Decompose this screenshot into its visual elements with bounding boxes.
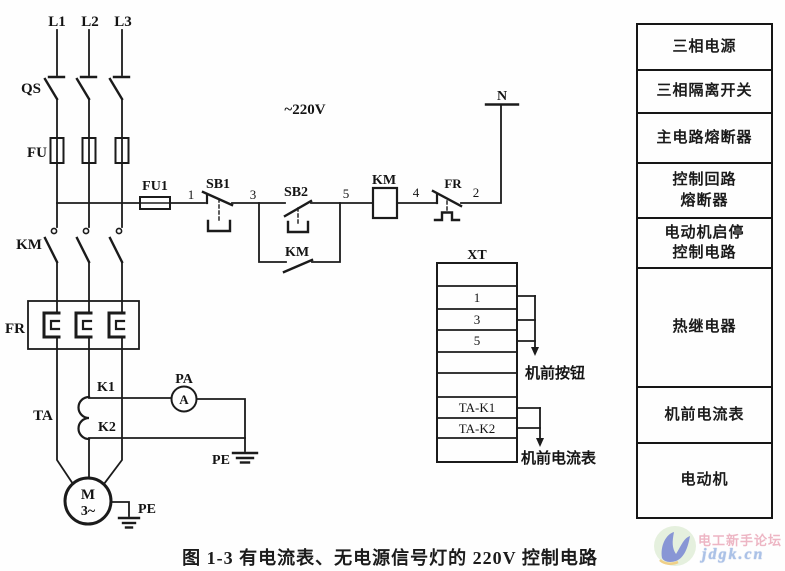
phase-label-l1: L1 xyxy=(48,14,66,30)
legend-row: 三相电源 xyxy=(638,25,771,71)
down-arrow-icon xyxy=(536,438,544,447)
legend-row: 机前电流表 xyxy=(638,388,771,444)
pe-ammeter-label: PE xyxy=(212,453,230,468)
legend-row: 主电路熔断器 xyxy=(638,114,771,164)
legend-row: 电动机启停 控制电路 xyxy=(638,219,771,269)
pe-motor-label: PE xyxy=(138,502,156,517)
fr-contact-label: FR xyxy=(444,176,462,191)
legend-table: 三相电源 三相隔离开关 主电路熔断器 控制回路 熔断器 电动机启停 控制电路 热… xyxy=(636,23,773,519)
legend-row: 热继电器 xyxy=(638,269,771,388)
km-aux-contact-symbol xyxy=(258,202,341,274)
schematic-svg: L1 L2 L3 QS FU KM FR TA FU1 SB1 SB2 KM K… xyxy=(5,14,597,529)
terminal-block xyxy=(436,262,544,463)
stop-button-symbol xyxy=(201,190,234,233)
fu-label: FU xyxy=(27,145,47,161)
motor-symbol xyxy=(63,476,141,529)
terminal-row-3: 3 xyxy=(474,312,481,327)
thermal-relay-box xyxy=(27,300,140,350)
terminal-block-title: XT xyxy=(467,248,487,263)
fu1-label: FU1 xyxy=(142,179,168,194)
sb2-label: SB2 xyxy=(284,185,308,200)
motor-letter: M xyxy=(81,487,95,503)
fr-contact-symbol xyxy=(431,189,463,222)
phase-label-l2: L2 xyxy=(81,14,99,30)
legend-row: 电动机 xyxy=(680,472,729,489)
phase-label-l3: L3 xyxy=(114,14,132,30)
motor-phases-label: 3~ xyxy=(81,504,96,519)
voltage-label: ~220V xyxy=(284,102,325,118)
km-main-label: KM xyxy=(16,237,42,253)
watermark: 电工新手论坛 jdgk.cn xyxy=(650,522,785,570)
km-coil-symbol xyxy=(371,186,399,220)
figure-caption: 图 1-3 有电流表、无电源信号灯的 220V 控制电路 xyxy=(182,548,598,568)
down-arrow-icon xyxy=(531,347,539,356)
arrow-label-ammeter: 机前电流表 xyxy=(521,449,597,467)
fr-box-label: FR xyxy=(5,321,25,337)
ammeter-letter: A xyxy=(179,392,189,407)
legend-row: 控制回路 熔断器 xyxy=(638,164,771,219)
pa-label: PA xyxy=(175,372,194,387)
control-circuit xyxy=(56,103,520,274)
ammeter-circuit xyxy=(88,385,259,464)
qs-label: QS xyxy=(21,81,41,97)
wire-number-4: 4 xyxy=(413,185,420,200)
k2-label: K2 xyxy=(98,420,116,435)
km-coil-label: KM xyxy=(372,173,396,188)
k1-label: K1 xyxy=(97,380,115,395)
terminal-row-5: 5 xyxy=(474,333,481,348)
phase-line-group xyxy=(27,29,140,486)
current-transformer-symbol xyxy=(77,395,91,441)
wire-number-2: 2 xyxy=(473,185,480,200)
watermark-site-name: 电工新手论坛 xyxy=(698,533,783,548)
terminal-row-ta-k2: TA-K2 xyxy=(459,421,496,436)
sb1-label: SB1 xyxy=(206,177,230,192)
wire-number-1: 1 xyxy=(188,187,195,202)
wire-number-5: 5 xyxy=(343,186,350,201)
wire-number-3: 3 xyxy=(250,187,257,202)
arrow-label-buttons: 机前按钮 xyxy=(525,364,585,382)
forum-logo-icon xyxy=(654,526,696,566)
neutral-label: N xyxy=(497,89,507,104)
start-button-symbol xyxy=(283,199,313,234)
watermark-site-url: jdgk.cn xyxy=(702,546,765,563)
legend-row: 三相隔离开关 xyxy=(638,71,771,114)
terminal-row-ta-k1: TA-K1 xyxy=(459,400,496,415)
km-aux-label: KM xyxy=(285,245,309,260)
ta-label: TA xyxy=(33,408,53,424)
terminal-row-1: 1 xyxy=(474,290,481,305)
